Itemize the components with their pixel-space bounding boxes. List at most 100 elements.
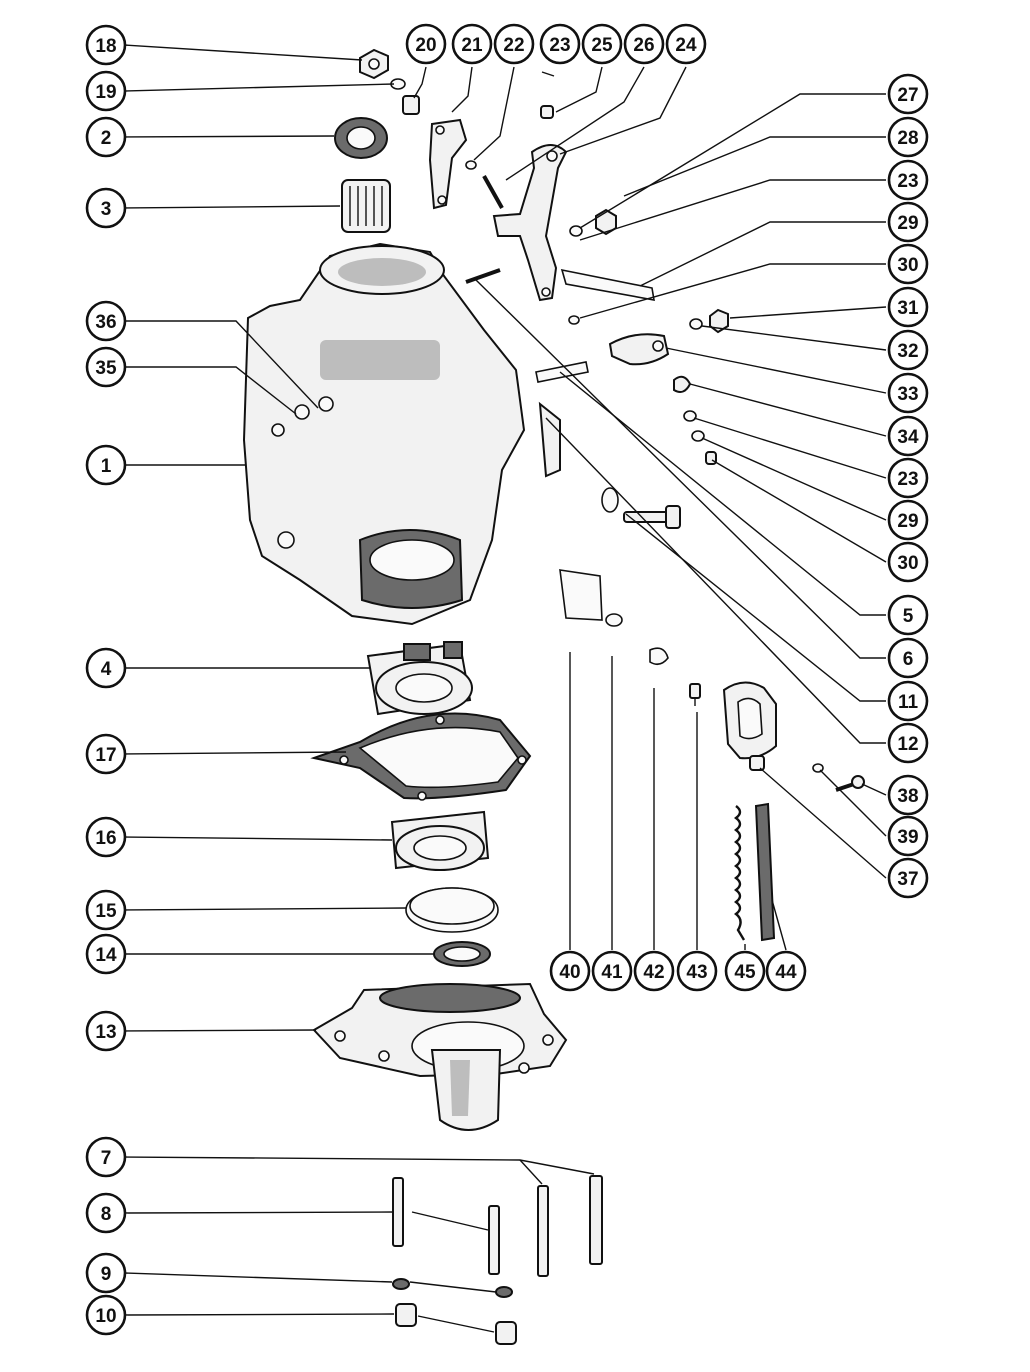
callout-28: 28 (887, 116, 929, 158)
callout-16: 16 (85, 816, 127, 858)
callout-18: 18 (85, 24, 127, 66)
part-17-gasket (310, 712, 532, 801)
svg-text:23: 23 (549, 35, 570, 56)
callout-44: 44 (765, 950, 807, 992)
callout-14: 14 (85, 933, 127, 975)
part-24-shift-arm (492, 144, 568, 302)
part-20-bushing (402, 95, 420, 115)
svg-text:12: 12 (897, 734, 918, 755)
svg-text:15: 15 (95, 901, 117, 922)
part-31-nut (709, 308, 729, 334)
part-11-bolt (623, 505, 681, 529)
part-26-pin (482, 175, 504, 209)
svg-text:43: 43 (686, 962, 707, 983)
svg-text:1: 1 (101, 456, 112, 477)
part-9-washer-2 (495, 1286, 513, 1298)
svg-text:29: 29 (897, 511, 918, 532)
svg-text:6: 6 (903, 649, 914, 670)
part-33-bracket (608, 333, 670, 366)
part-10-nut-1 (395, 1303, 417, 1327)
part-27 (569, 225, 583, 237)
part-6-shaft (465, 268, 501, 284)
callout-17: 17 (85, 733, 127, 775)
svg-text:2: 2 (101, 128, 112, 149)
leader-lines (123, 44, 887, 1333)
svg-text:23: 23 (897, 469, 918, 490)
callout-33: 33 (887, 372, 929, 414)
part-18-nut (359, 48, 389, 80)
part-42-washer (649, 647, 669, 666)
callout-12: 12 (887, 722, 929, 764)
callout-11: 11 (887, 680, 929, 722)
callout-20: 20 (405, 23, 447, 65)
svg-text:36: 36 (95, 312, 116, 333)
part-25-clip (540, 105, 554, 119)
callout-29-right-1: 29 (887, 201, 929, 243)
callout-37: 37 (887, 857, 929, 899)
callout-39: 39 (887, 815, 929, 857)
part-34-clip (673, 375, 692, 393)
svg-text:3: 3 (101, 199, 112, 220)
part-3-needle-bearing (341, 179, 391, 233)
part-23c (683, 410, 697, 422)
svg-text:9: 9 (101, 1264, 112, 1285)
callout-23-right-2: 23 (887, 457, 929, 499)
part-38-screw (835, 775, 865, 792)
svg-text:26: 26 (633, 35, 654, 56)
callout-4: 4 (85, 647, 127, 689)
callout-41: 41 (591, 950, 633, 992)
callout-45: 45 (724, 950, 766, 992)
callout-25: 25 (581, 23, 623, 65)
part-14-ring (433, 941, 491, 967)
svg-text:23: 23 (897, 171, 918, 192)
part-44-rod (754, 802, 776, 942)
svg-text:25: 25 (591, 35, 613, 56)
svg-text:5: 5 (903, 606, 914, 627)
part-28-nut (595, 208, 617, 236)
callout-23-top: 23 (539, 23, 581, 65)
part-45-spring (734, 805, 746, 941)
svg-text:34: 34 (897, 427, 919, 448)
part-21-lever (428, 118, 468, 210)
svg-text:42: 42 (643, 962, 664, 983)
callout-26: 26 (623, 23, 665, 65)
callout-2: 2 (85, 116, 127, 158)
part-9-washer-1 (392, 1278, 410, 1290)
svg-text:21: 21 (461, 35, 483, 56)
callout-23-right-1: 23 (887, 159, 929, 201)
part-23-cotter (541, 71, 555, 77)
callout-9: 9 (85, 1252, 127, 1294)
part-29b (691, 430, 705, 442)
svg-text:14: 14 (95, 945, 117, 966)
svg-text:27: 27 (897, 85, 918, 106)
part-43-screw (689, 683, 701, 706)
callout-40: 40 (549, 950, 591, 992)
svg-text:37: 37 (897, 869, 918, 890)
part-32-washer (689, 318, 703, 330)
part-30a (568, 315, 580, 325)
svg-text:13: 13 (95, 1022, 116, 1043)
svg-text:8: 8 (101, 1204, 112, 1225)
svg-text:40: 40 (559, 962, 580, 983)
callout-6: 6 (887, 637, 929, 679)
part-5-shaft (535, 361, 589, 383)
callout-15: 15 (85, 889, 127, 931)
svg-text:4: 4 (101, 659, 112, 680)
svg-text:20: 20 (415, 35, 436, 56)
part-12 (601, 487, 619, 513)
svg-text:30: 30 (897, 553, 918, 574)
callout-34: 34 (887, 415, 929, 457)
svg-text:17: 17 (95, 745, 116, 766)
callout-35: 35 (85, 346, 127, 388)
callout-1: 1 (85, 444, 127, 486)
part-29-link (560, 268, 655, 301)
svg-text:35: 35 (95, 358, 117, 379)
callout-43: 43 (676, 950, 718, 992)
svg-text:22: 22 (503, 35, 524, 56)
svg-text:38: 38 (897, 786, 918, 807)
callout-27: 27 (887, 73, 929, 115)
callout-7: 7 (85, 1136, 127, 1178)
callout-24: 24 (665, 23, 707, 65)
callout-19: 19 (85, 70, 127, 112)
